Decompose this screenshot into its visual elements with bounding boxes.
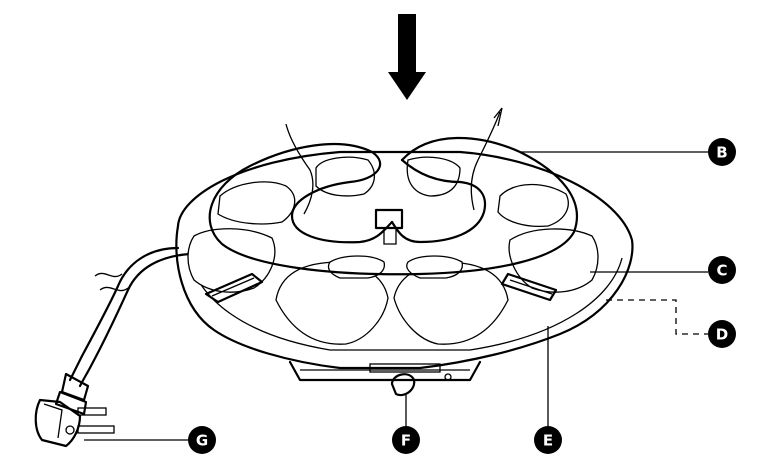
callout-f-label: F <box>401 432 411 450</box>
leader-lines <box>84 151 708 441</box>
pan-handles <box>204 272 558 304</box>
callout-c: C <box>708 256 736 284</box>
down-arrow-icon <box>388 14 426 100</box>
pan-cups <box>187 156 599 345</box>
callout-b: B <box>708 138 736 166</box>
callout-d: D <box>708 320 736 348</box>
temperature-knob <box>390 373 416 397</box>
power-plug <box>34 372 115 448</box>
callout-f: F <box>392 426 420 454</box>
callout-b-label: B <box>716 144 727 162</box>
callout-c-label: C <box>716 262 727 280</box>
heating-coil <box>208 107 579 276</box>
callout-d-label: D <box>716 326 728 344</box>
callout-g-label: G <box>196 432 208 450</box>
center-hub <box>374 208 404 245</box>
callout-e: E <box>534 426 562 454</box>
callout-g: G <box>188 426 216 454</box>
callout-e-label: E <box>543 432 553 450</box>
power-cord <box>68 246 192 388</box>
